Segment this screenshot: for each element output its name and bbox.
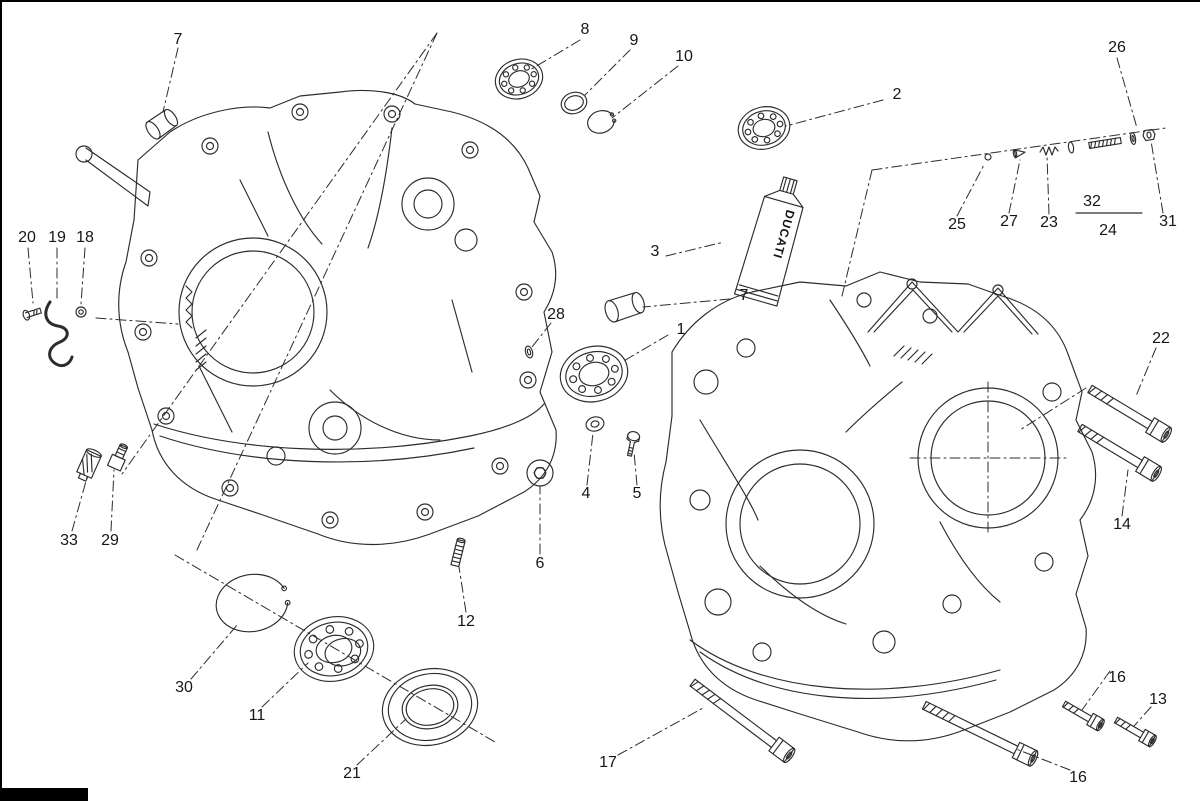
part-5-screw <box>626 431 641 457</box>
part-1-ball-bearing <box>559 345 629 403</box>
part-30-circlip <box>215 573 291 633</box>
callout-21: 21 <box>343 765 361 782</box>
callout-16: 16 <box>1108 669 1126 686</box>
left-crankcase-half <box>75 89 557 545</box>
part-11-roller-bearing <box>293 616 375 682</box>
callout-26: 26 <box>1108 39 1126 56</box>
callout-31: 31 <box>1159 213 1177 230</box>
part-13-screw <box>1112 713 1159 749</box>
part-18-washer <box>75 306 87 318</box>
callout-1: 1 <box>676 321 686 338</box>
callout-7: 7 <box>173 31 183 48</box>
callout-16: 16 <box>1069 769 1087 786</box>
callout-30: 30 <box>175 679 193 696</box>
part-27-valve-cone <box>1012 149 1026 159</box>
callout-5: 5 <box>632 485 642 502</box>
part-10-circlip <box>587 110 617 134</box>
callout-24: 24 <box>1099 222 1117 239</box>
part-12-stud <box>450 537 466 568</box>
callout-11: 11 <box>248 707 266 724</box>
callout-28: 28 <box>547 306 565 323</box>
part-23-spring <box>1039 146 1059 156</box>
part-17-bolt <box>686 675 798 765</box>
callout-22: 22 <box>1152 330 1170 347</box>
callout-8: 8 <box>580 21 590 38</box>
callout-7: 7 <box>739 287 749 304</box>
part-7-dowel-mid <box>604 291 646 323</box>
callout-25: 25 <box>948 216 966 233</box>
callout-32: 32 <box>1083 193 1101 210</box>
part-4-washer <box>585 416 605 432</box>
left-case-bolt-holes <box>134 103 537 529</box>
tube-brand-text: DUCATI <box>770 208 797 260</box>
callout-18: 18 <box>76 229 94 246</box>
callout-14: 14 <box>1113 516 1131 533</box>
callout-2: 2 <box>892 86 902 103</box>
right-case-bolt-holes <box>689 292 1062 662</box>
callout-33: 33 <box>60 532 78 549</box>
part-26-washer <box>1129 131 1137 146</box>
callout-3: 3 <box>650 243 660 260</box>
part-32-washer <box>1067 141 1075 154</box>
callout-27: 27 <box>1000 213 1018 230</box>
part-25-ball <box>984 153 992 161</box>
callout-17: 17 <box>599 754 617 771</box>
part-8-ball-bearing <box>494 58 544 100</box>
callout-13: 13 <box>1149 691 1167 708</box>
callout-4: 4 <box>581 485 591 502</box>
callout-20: 20 <box>18 229 36 246</box>
callout-10: 10 <box>675 48 693 65</box>
part-21-seal-ring <box>381 667 479 747</box>
part-20-screw <box>22 307 42 321</box>
part-16-bolt-small <box>1060 697 1107 733</box>
callout-23: 23 <box>1040 214 1058 231</box>
part-7-dowel-top <box>145 108 179 140</box>
part-28-shim <box>524 345 534 359</box>
part-9-spacer-ring <box>560 91 588 115</box>
callout-12: 12 <box>457 613 475 630</box>
part-14-bolt <box>1075 420 1164 484</box>
part-31-nut <box>1142 128 1156 142</box>
part-6-plug <box>526 459 554 487</box>
part-19-wire-hook <box>44 300 74 368</box>
callout-9: 9 <box>629 32 639 49</box>
callout-6: 6 <box>535 555 545 572</box>
part-24-threaded-stud <box>1088 136 1122 150</box>
part-33-breather-valve <box>76 448 102 482</box>
part-29-fitting <box>106 443 128 472</box>
part-2-ball-bearing <box>737 106 791 150</box>
callout-29: 29 <box>101 532 119 549</box>
callout-19: 19 <box>48 229 66 246</box>
part-16-bolt-lower <box>920 697 1041 768</box>
leader-lines <box>27 32 1167 771</box>
right-crankcase-half <box>659 271 1097 742</box>
